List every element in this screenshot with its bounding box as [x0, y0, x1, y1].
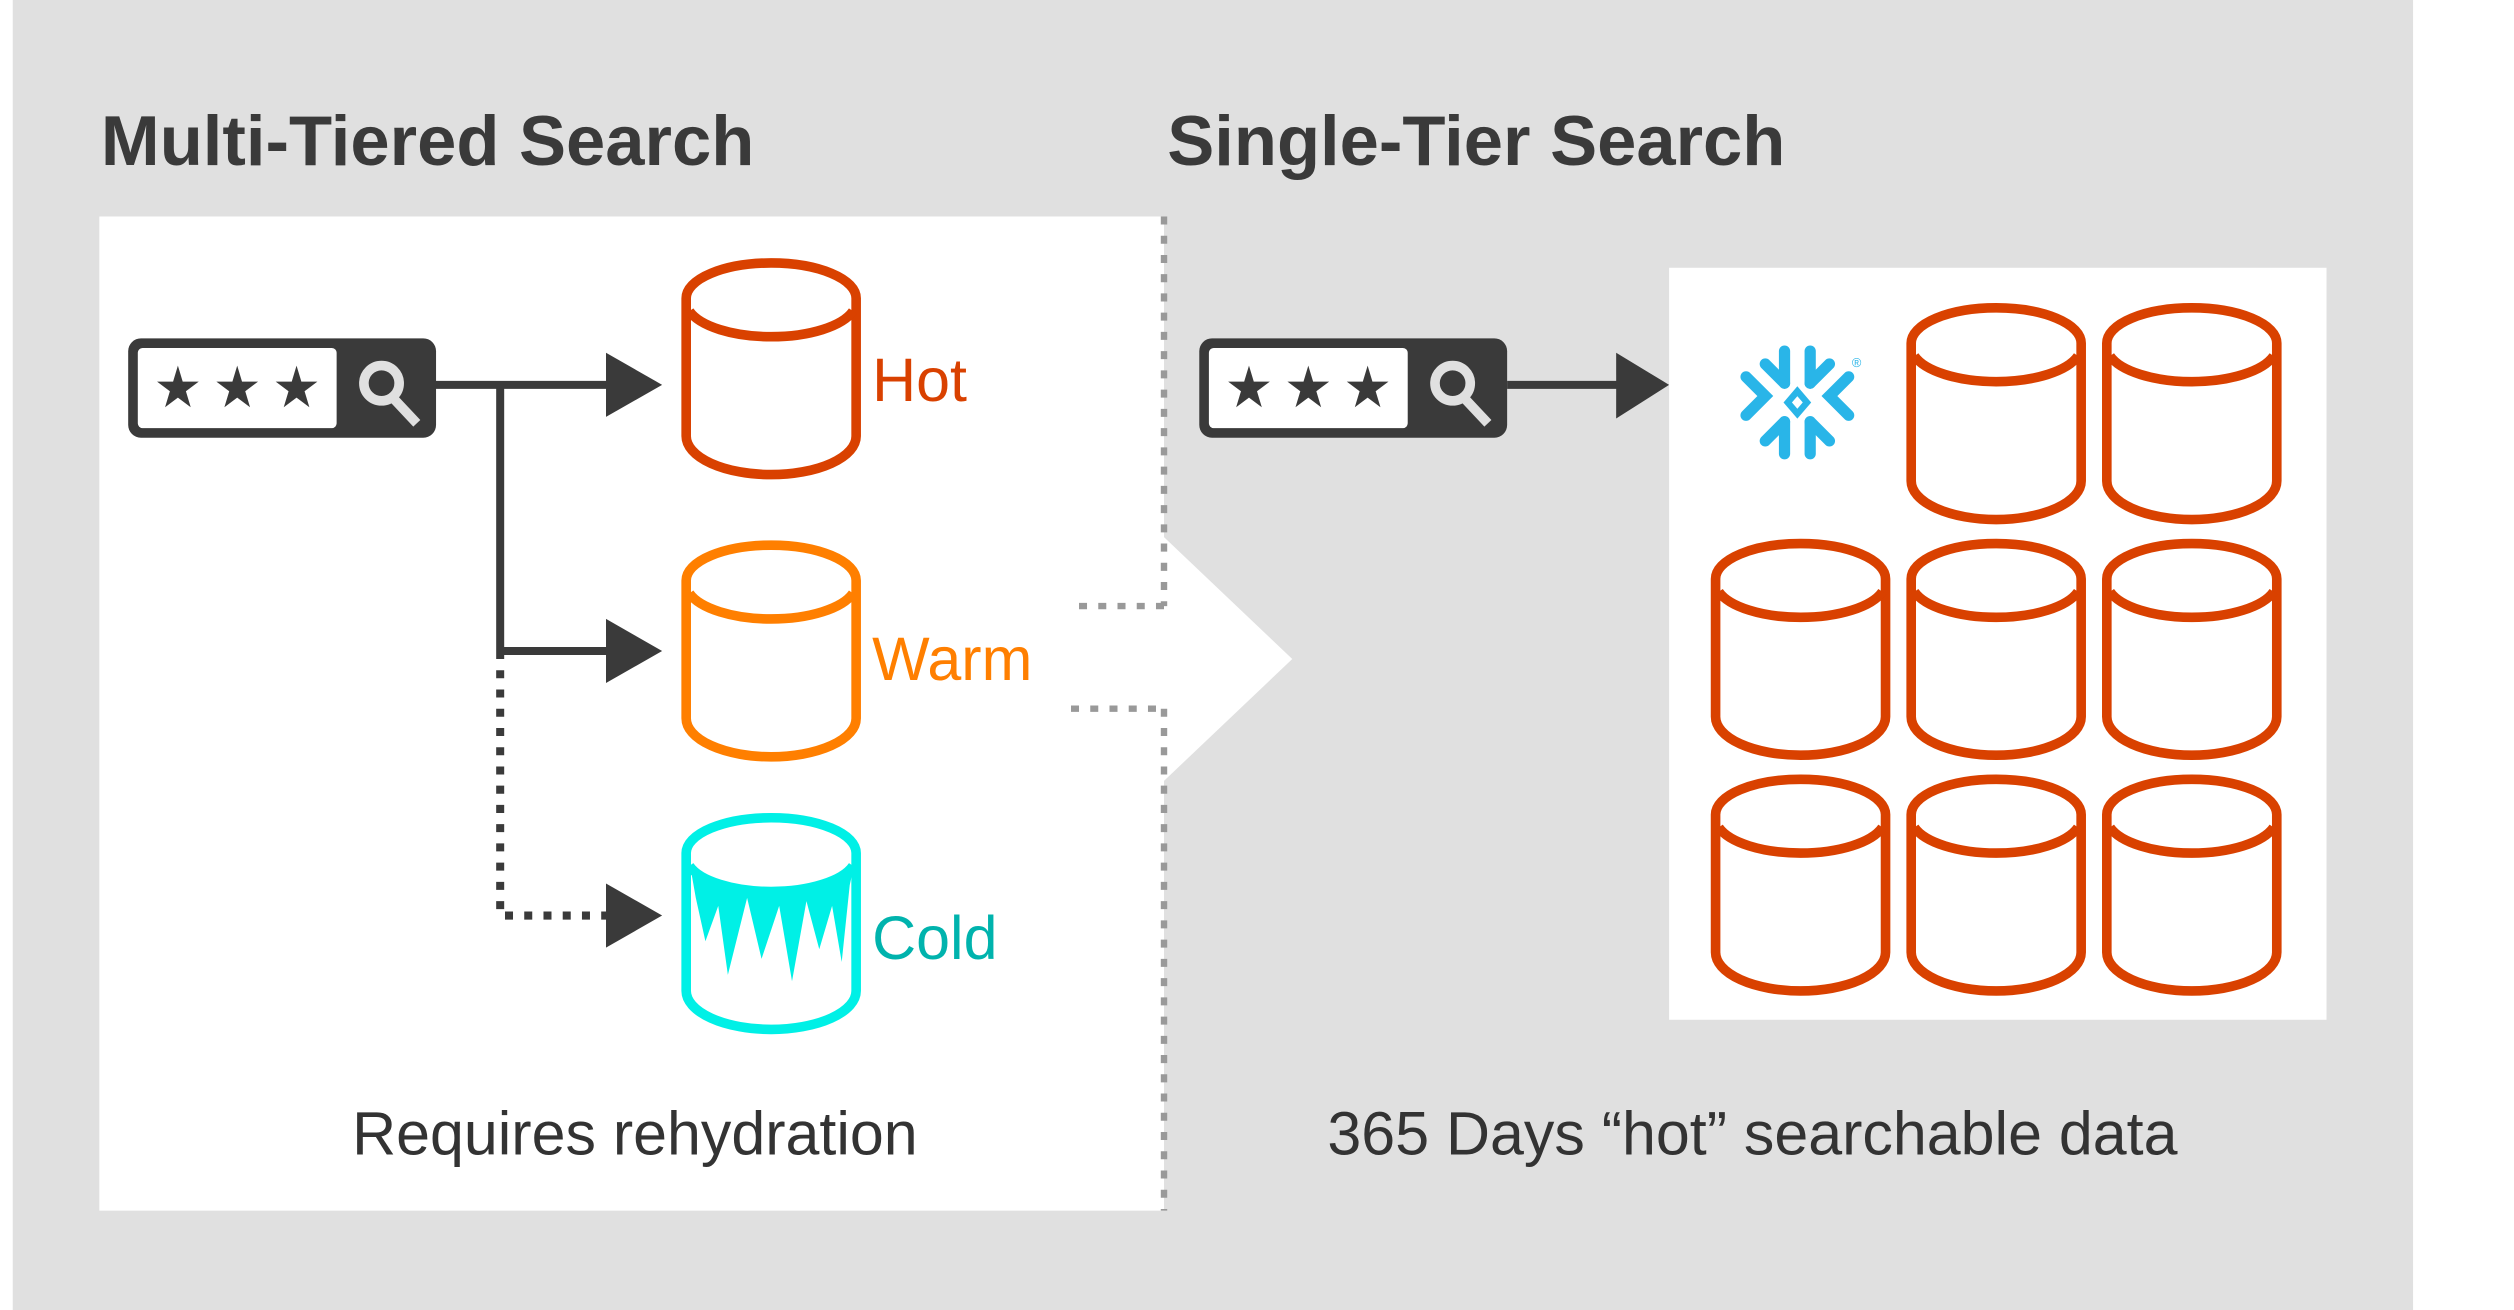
hot-cylinder-icon — [2107, 779, 2277, 991]
hot-cylinder-icon — [2107, 308, 2277, 520]
search-box-left — [128, 338, 436, 437]
search-box-right — [1199, 338, 1507, 437]
cold-storage-icon — [686, 818, 856, 1030]
cold-label: Cold — [872, 904, 997, 972]
hot-storage-icon — [686, 263, 856, 475]
divider-dotted-line — [1071, 216, 1168, 1211]
warm-storage-icon — [686, 545, 856, 757]
arrow-warm-icon — [606, 618, 663, 684]
snowflake-logo-icon — [1740, 345, 1855, 460]
right-caption: 365 Days “hot” searchable data — [1327, 1099, 2177, 1167]
hot-cylinder-icon — [1911, 544, 2081, 756]
arrow-hot-icon — [606, 352, 663, 417]
arrow-right-icon — [1616, 352, 1670, 419]
hot-cylinder-icon — [1716, 544, 1886, 756]
warm-label: Warm — [872, 625, 1032, 693]
hot-cylinder-icon — [1911, 308, 2081, 520]
hot-label: Hot — [872, 346, 967, 414]
multi-tier-title: Multi-Tiered Search — [101, 101, 754, 180]
single-tier-title: Single-Tier Search — [1167, 101, 1785, 180]
arrow-cold-icon — [606, 883, 663, 948]
svg-text:®: ® — [1852, 355, 1862, 370]
connector-lines — [434, 380, 610, 920]
hot-cylinder-icon — [1911, 779, 2081, 991]
hot-cylinder-icon — [2107, 544, 2277, 756]
hot-cylinder-icon — [1716, 779, 1886, 991]
left-caption: Requires rehydration — [352, 1099, 918, 1167]
